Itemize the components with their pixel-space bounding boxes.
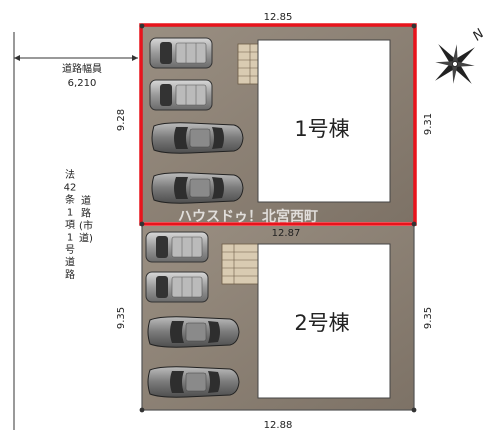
car-sedan (147, 366, 240, 398)
building-2 (257, 243, 391, 399)
lot1-right-dimension: 9.31 (423, 113, 434, 135)
lot2-bottom-dimension: 12.88 (264, 420, 293, 431)
building-1-label: 1号棟 (294, 117, 349, 141)
road-label-char: 道) (79, 232, 93, 245)
road-label-char: 路 (81, 207, 91, 220)
lot2-entry-steps (221, 243, 261, 285)
building-1 (257, 39, 391, 203)
lot1-left-dimension: 9.28 (116, 109, 127, 131)
road-label-char: (市 (79, 219, 93, 232)
north-compass-icon (435, 44, 475, 84)
lot2-left-dimension: 9.35 (116, 307, 127, 329)
compass-north-label: N (470, 26, 487, 44)
road-label-char: 号 (65, 244, 75, 256)
car-minivan (149, 79, 213, 111)
road-label-char: 法 (65, 168, 75, 181)
car-sedan (151, 172, 244, 204)
road-label-char: 道 (81, 194, 91, 207)
watermark: ハウスドゥ！北宮西町 (178, 208, 318, 225)
road-label-char: 項 (65, 219, 75, 231)
car-sedan (147, 316, 240, 348)
road-label-char: 1 (67, 208, 73, 219)
road-label-char: 条 (65, 193, 75, 206)
road-label-char: 路 (65, 268, 75, 281)
car-minivan (145, 231, 209, 263)
lot1-top-dimension: 12.85 (264, 12, 293, 23)
building-2-label: 2号棟 (294, 311, 349, 335)
road-label-char: 1 (67, 233, 73, 244)
car-minivan (145, 271, 209, 303)
lot1-highlight (139, 23, 417, 226)
road-width-title: 道路幅員 (62, 62, 102, 75)
car-sedan (151, 122, 244, 154)
car-minivan (149, 37, 213, 69)
boundary-markers (139, 23, 417, 413)
road-type-label: 道路(市道) (79, 194, 93, 245)
road-label-char: 道 (65, 256, 75, 269)
lot1-bottom-dimension: 12.87 (272, 228, 301, 239)
lot2-right-dimension: 9.35 (423, 307, 434, 329)
road-label-char: 42 (64, 183, 77, 194)
road-width-value: 6,210 (68, 78, 97, 89)
